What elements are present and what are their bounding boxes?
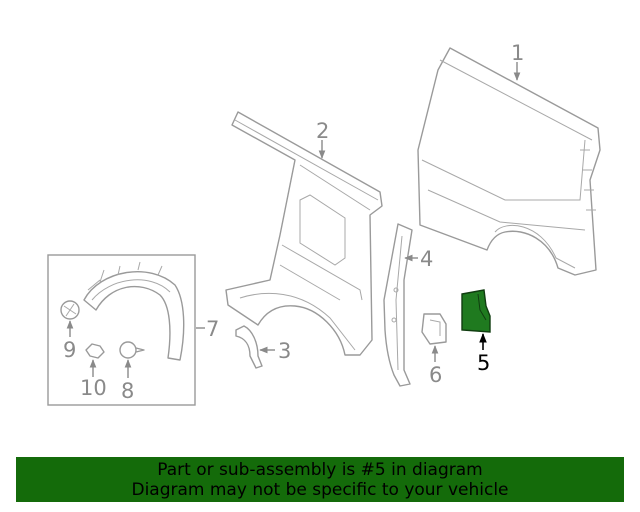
callout-4: 4 (420, 247, 433, 271)
part-1-quarter-panel (417, 47, 601, 276)
banner-line-2: Diagram may not be specific to your vehi… (131, 479, 509, 500)
callout-2: 2 (316, 119, 329, 143)
callout-9: 9 (63, 338, 76, 362)
part-5-highlighted (461, 289, 491, 333)
inset-box (47, 254, 196, 406)
parts-diagram: 1 2 3 4 5 6 7 8 9 10 (47, 41, 601, 406)
part-6-cover (421, 313, 447, 345)
banner-line-1: Part or sub-assembly is #5 in diagram (157, 459, 483, 480)
callout-7: 7 (206, 317, 219, 341)
callout-3: 3 (278, 339, 291, 363)
callout-1: 1 (511, 41, 524, 65)
callout-6: 6 (429, 363, 442, 387)
callout-8: 8 (121, 379, 134, 403)
part-4-pillar (383, 223, 413, 387)
part-2-inner-panel (225, 111, 383, 356)
part-3-bracket (235, 325, 263, 369)
leaders (66, 62, 521, 378)
info-banner: Part or sub-assembly is #5 in diagram Di… (16, 457, 624, 502)
callout-10: 10 (80, 376, 107, 400)
callout-5: 5 (477, 351, 490, 375)
